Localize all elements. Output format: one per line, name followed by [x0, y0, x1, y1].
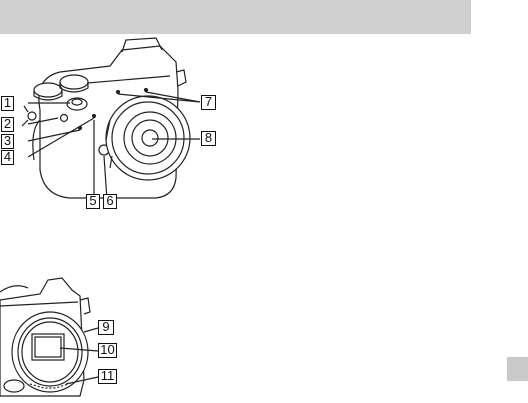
callout-3: 3 — [1, 134, 14, 149]
camera-front-illustration — [22, 38, 200, 200]
callout-7: 7 — [201, 95, 216, 110]
callout-8: 8 — [201, 131, 216, 146]
callout-6: 6 — [103, 194, 117, 209]
chapter-tab — [507, 357, 528, 381]
callout-5: 5 — [86, 194, 100, 209]
callout-2: 2 — [1, 117, 14, 132]
camera-mount-illustration — [0, 278, 98, 396]
callout-10: 10 — [98, 343, 117, 358]
callout-1: 1 — [1, 96, 14, 111]
callout-9: 9 — [98, 320, 114, 335]
callout-11: 11 — [98, 369, 117, 384]
callout-4: 4 — [1, 150, 14, 165]
